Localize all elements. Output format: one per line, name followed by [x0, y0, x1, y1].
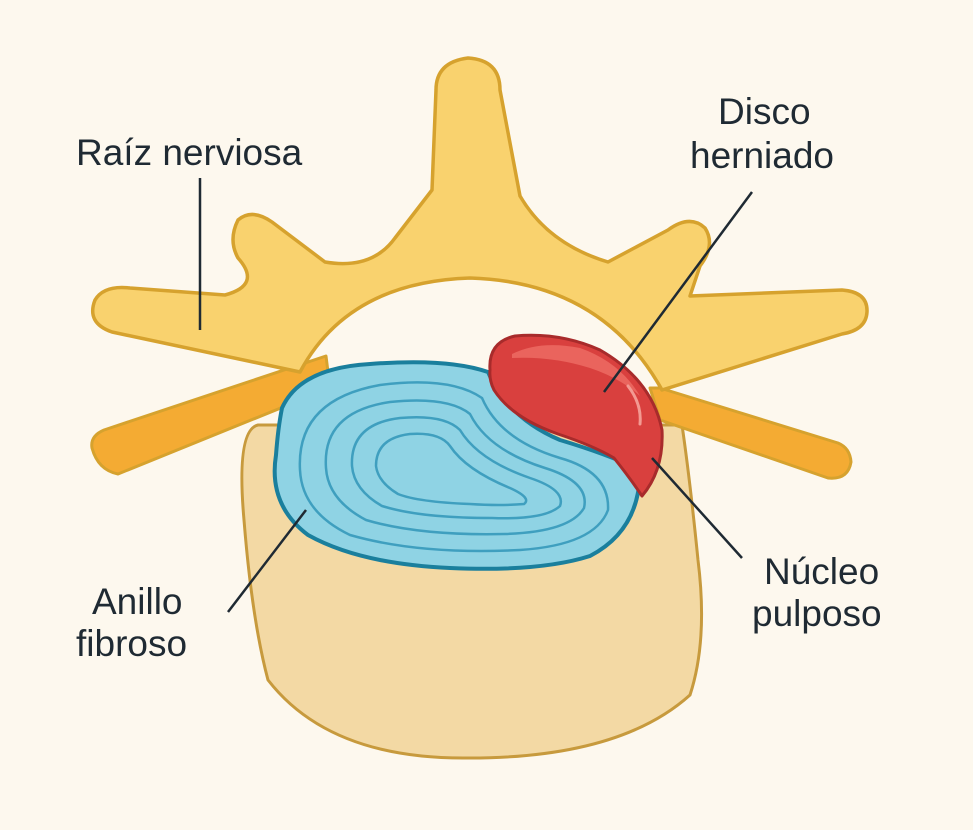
- annulus-ring: [298, 381, 610, 553]
- label-nucleus-line2: pulposo: [752, 593, 882, 634]
- label-annulus-line1: Anillo: [92, 581, 183, 622]
- nerve-root-right: [648, 386, 853, 480]
- label-annulus-line2: fibroso: [76, 623, 187, 664]
- label-nucleus-line1: Núcleo: [764, 551, 879, 592]
- label-herniated-disc-line1: Disco: [718, 91, 811, 132]
- label-herniated-disc-line2: herniado: [690, 135, 834, 176]
- annulus-ring: [350, 415, 563, 520]
- annulus-ring: [324, 399, 586, 536]
- annulus-ring: [374, 432, 528, 507]
- leader-line-annulus: [227, 509, 307, 613]
- vertebral-arch: [90, 56, 869, 392]
- leader-line-herniated-disc: [602, 191, 754, 393]
- herniation-highlight: [512, 345, 640, 396]
- label-nerve-root: Raíz nerviosa: [76, 132, 303, 173]
- herniation-shine: [626, 384, 642, 426]
- annulus-rings: [298, 381, 610, 553]
- leader-line-nucleus: [651, 457, 743, 559]
